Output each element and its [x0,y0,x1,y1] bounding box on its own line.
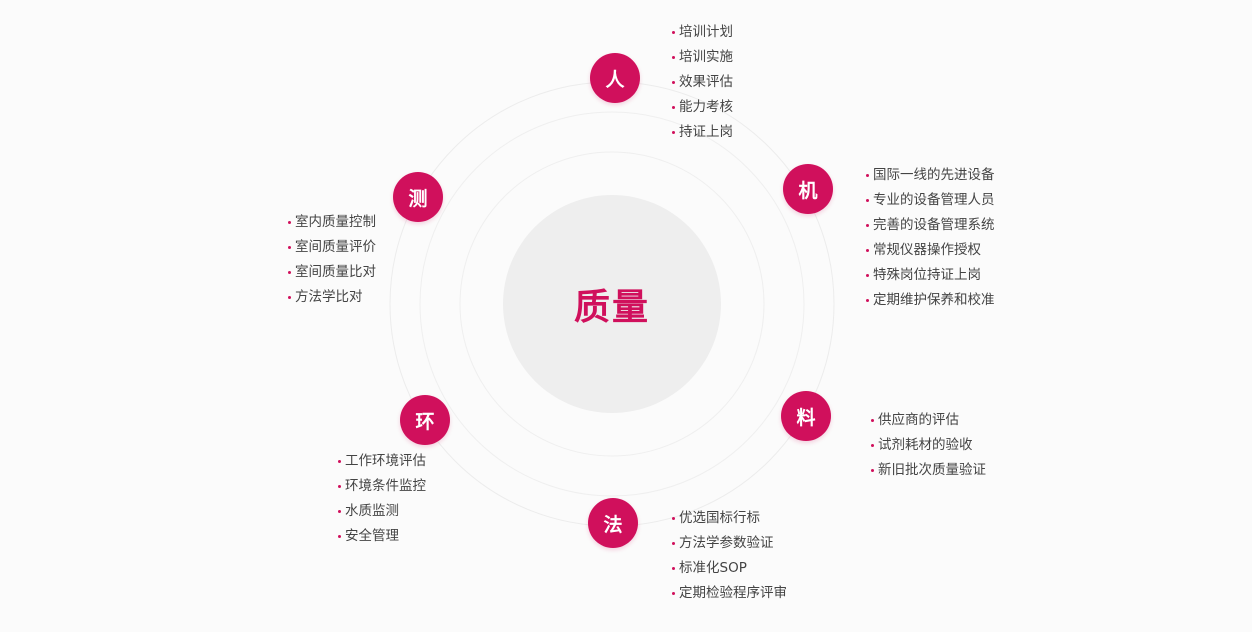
list-item: 培训计划 [671,20,733,45]
node-ce: 测 [393,172,443,222]
center-label: 质量 [573,287,650,328]
list-fa: 优选国标行标 方法学参数验证 标准化SOP 定期检验程序评审 [671,506,787,606]
list-item: 效果评估 [671,70,733,95]
list-item: 培训实施 [671,45,733,70]
list-item: 持证上岗 [671,120,733,145]
middle-orbit-ring [419,111,805,497]
list-item: 室间质量评价 [287,235,376,260]
list-item: 定期检验程序评审 [671,581,787,606]
list-item: 室内质量控制 [287,210,376,235]
list-item: 标准化SOP [671,556,787,581]
list-item: 专业的设备管理人员 [865,188,995,213]
list-ren: 培训计划 培训实施 效果评估 能力考核 持证上岗 [671,20,733,145]
list-item: 方法学参数验证 [671,531,787,556]
list-item: 安全管理 [337,524,426,549]
list-item: 常规仪器操作授权 [865,238,995,263]
list-item: 试剂耗材的验收 [870,433,986,458]
list-item: 特殊岗位持证上岗 [865,263,995,288]
list-item: 能力考核 [671,95,733,120]
node-ji: 机 [783,164,833,214]
list-liao: 供应商的评估 试剂耗材的验收 新旧批次质量验证 [870,408,986,483]
list-item: 工作环境评估 [337,449,426,474]
list-ji: 国际一线的先进设备 专业的设备管理人员 完善的设备管理系统 常规仪器操作授权 特… [865,163,995,313]
center-disc: 质量 [503,195,721,413]
list-item: 优选国标行标 [671,506,787,531]
list-item: 完善的设备管理系统 [865,213,995,238]
node-liao: 料 [781,391,831,441]
list-item: 国际一线的先进设备 [865,163,995,188]
list-huan: 工作环境评估 环境条件监控 水质监测 安全管理 [337,449,426,549]
list-item: 供应商的评估 [870,408,986,433]
node-ren: 人 [590,53,640,103]
node-fa: 法 [588,498,638,548]
list-item: 新旧批次质量验证 [870,458,986,483]
list-item: 室间质量比对 [287,260,376,285]
list-item: 方法学比对 [287,285,376,310]
list-ce: 室内质量控制 室间质量评价 室间质量比对 方法学比对 [287,210,376,310]
node-huan: 环 [400,395,450,445]
list-item: 环境条件监控 [337,474,426,499]
inner-orbit-ring [459,151,765,457]
list-item: 水质监测 [337,499,426,524]
list-item: 定期维护保养和校准 [865,288,995,313]
